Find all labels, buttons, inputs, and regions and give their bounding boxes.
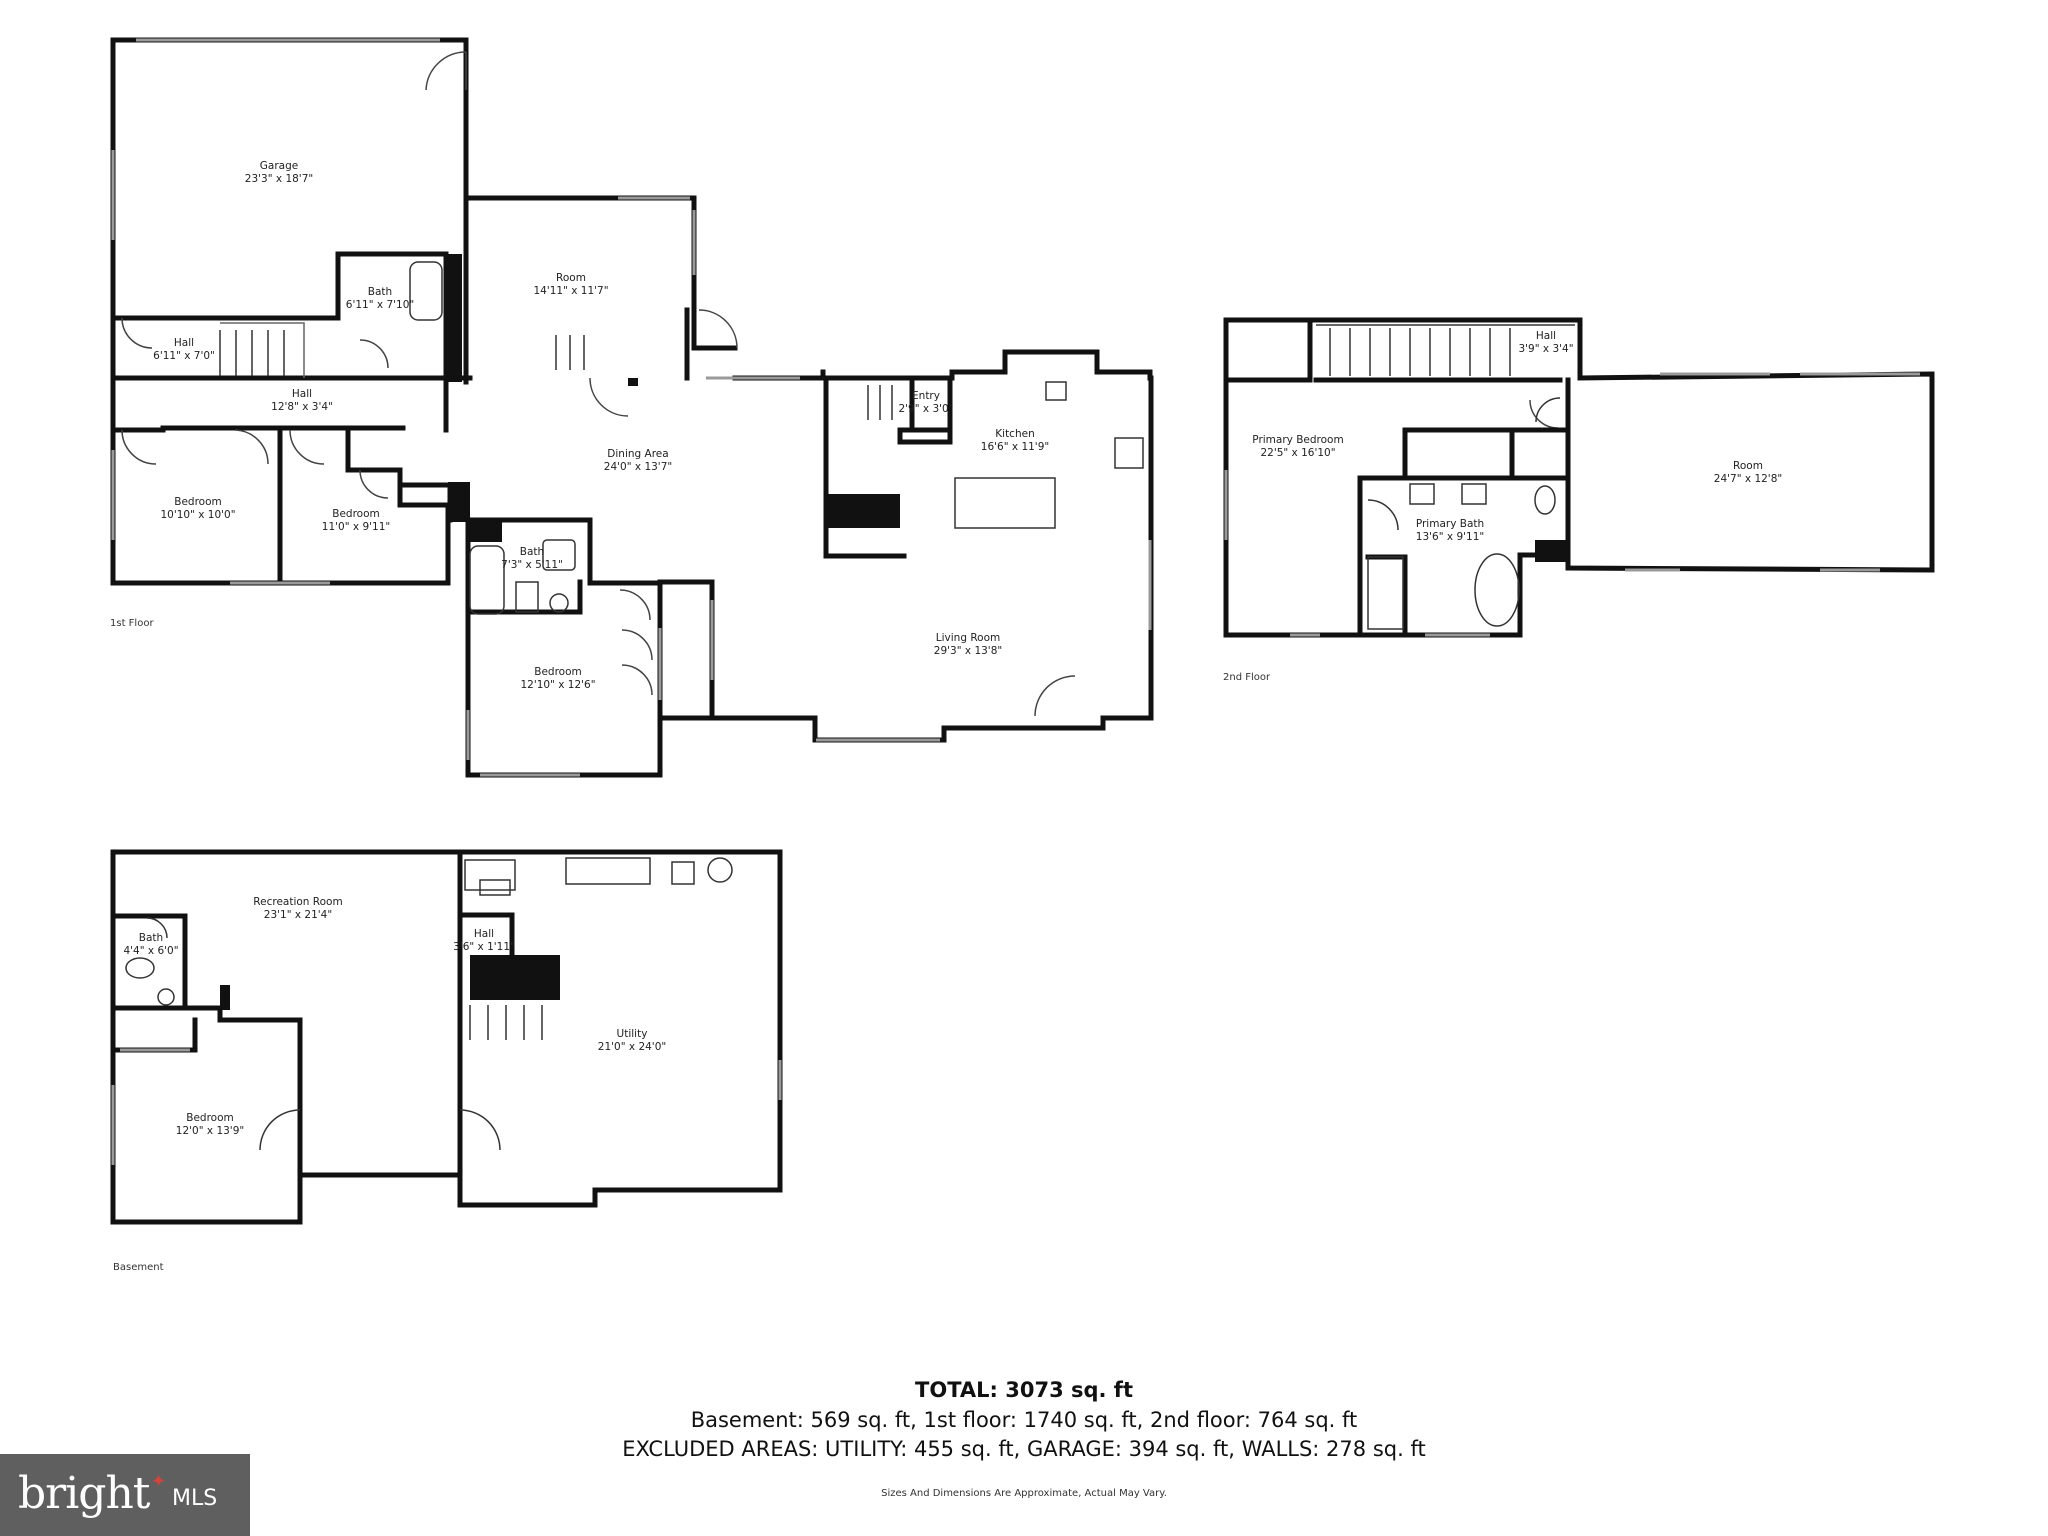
floor-label-second: 2nd Floor: [1223, 672, 1271, 683]
basement-windows: [111, 1048, 782, 1165]
first-floor-walls: [110, 37, 1154, 778]
bright-mls-logo: bright ✦ MLS: [0, 1454, 250, 1536]
basement-walls: [110, 849, 783, 1225]
floor-label-basement: Basement: [113, 1262, 164, 1273]
second-floor-fixtures: [1316, 324, 1575, 630]
second-floor-walls: [1223, 317, 1935, 638]
disclaimer: Sizes And Dimensions Are Approximate, Ac…: [881, 1488, 1167, 1499]
excluded-areas: EXCLUDED AREAS: UTILITY: 455 sq. ft, GAR…: [622, 1437, 1426, 1461]
first-floor-windows: [111, 38, 1152, 777]
floor-label-first: 1st Floor: [110, 618, 154, 629]
basement-thick-walls: [220, 955, 560, 1010]
logo-wordmark: bright: [18, 1468, 150, 1519]
first-floor-doors: [121, 51, 1559, 717]
floor-area-breakdown: Basement: 569 sq. ft, 1st floor: 1740 sq…: [690, 1408, 1358, 1432]
first-floor-fixtures: [219, 261, 1144, 615]
first-floor-thick-walls: [448, 254, 900, 542]
total-area: TOTAL: 3073 sq. ft: [915, 1378, 1133, 1402]
logo-star-icon: ✦: [151, 1471, 167, 1491]
second-floor-windows: [1224, 372, 1920, 637]
basement-fixtures: [125, 857, 733, 1151]
second-floor-thick-walls: [1535, 540, 1570, 562]
logo-suffix: MLS: [172, 1486, 218, 1511]
